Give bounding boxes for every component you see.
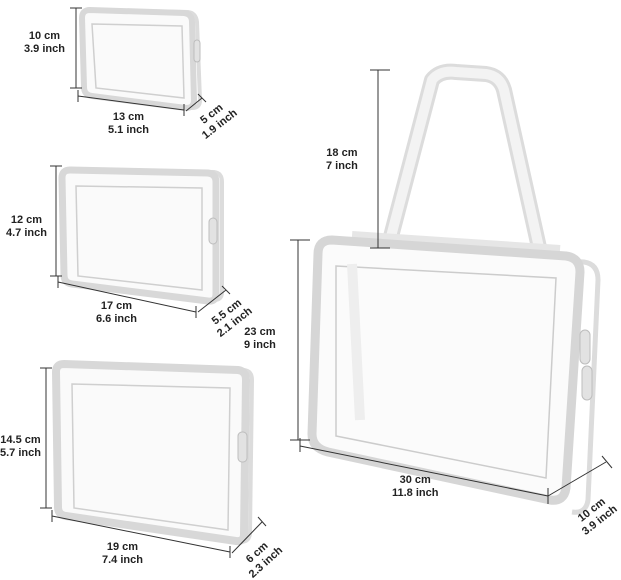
- bag-1-height-label: 10 cm 3.9 inch: [24, 30, 65, 55]
- bag-4-shape: [307, 63, 601, 515]
- bag-1-dimension-lines: [70, 7, 207, 116]
- bag-2-dimension-lines: [50, 165, 231, 318]
- bag-1-width-label: 13 cm 5.1 inch: [108, 111, 149, 136]
- bag-2-height-label: 12 cm 4.7 inch: [6, 214, 47, 239]
- bag-4-width-label: 30 cm 11.8 inch: [392, 474, 439, 499]
- bag-4-dimension-lines: [290, 69, 613, 504]
- bag-3-height-label: 14.5 cm 5.7 inch: [0, 434, 41, 459]
- bag-3-dimension-lines: [40, 367, 267, 558]
- bag-2-width-label: 17 cm 6.6 inch: [96, 300, 137, 325]
- bag-3-width-label: 19 cm 7.4 inch: [102, 541, 143, 566]
- bag-4-height-label: 23 cm 9 inch: [244, 326, 276, 351]
- bag-2-shape: [58, 166, 224, 305]
- bag-1-shape: [78, 6, 203, 112]
- bag-3-shape: [51, 359, 255, 546]
- bag-4-handle-label: 18 cm 7 inch: [326, 147, 358, 172]
